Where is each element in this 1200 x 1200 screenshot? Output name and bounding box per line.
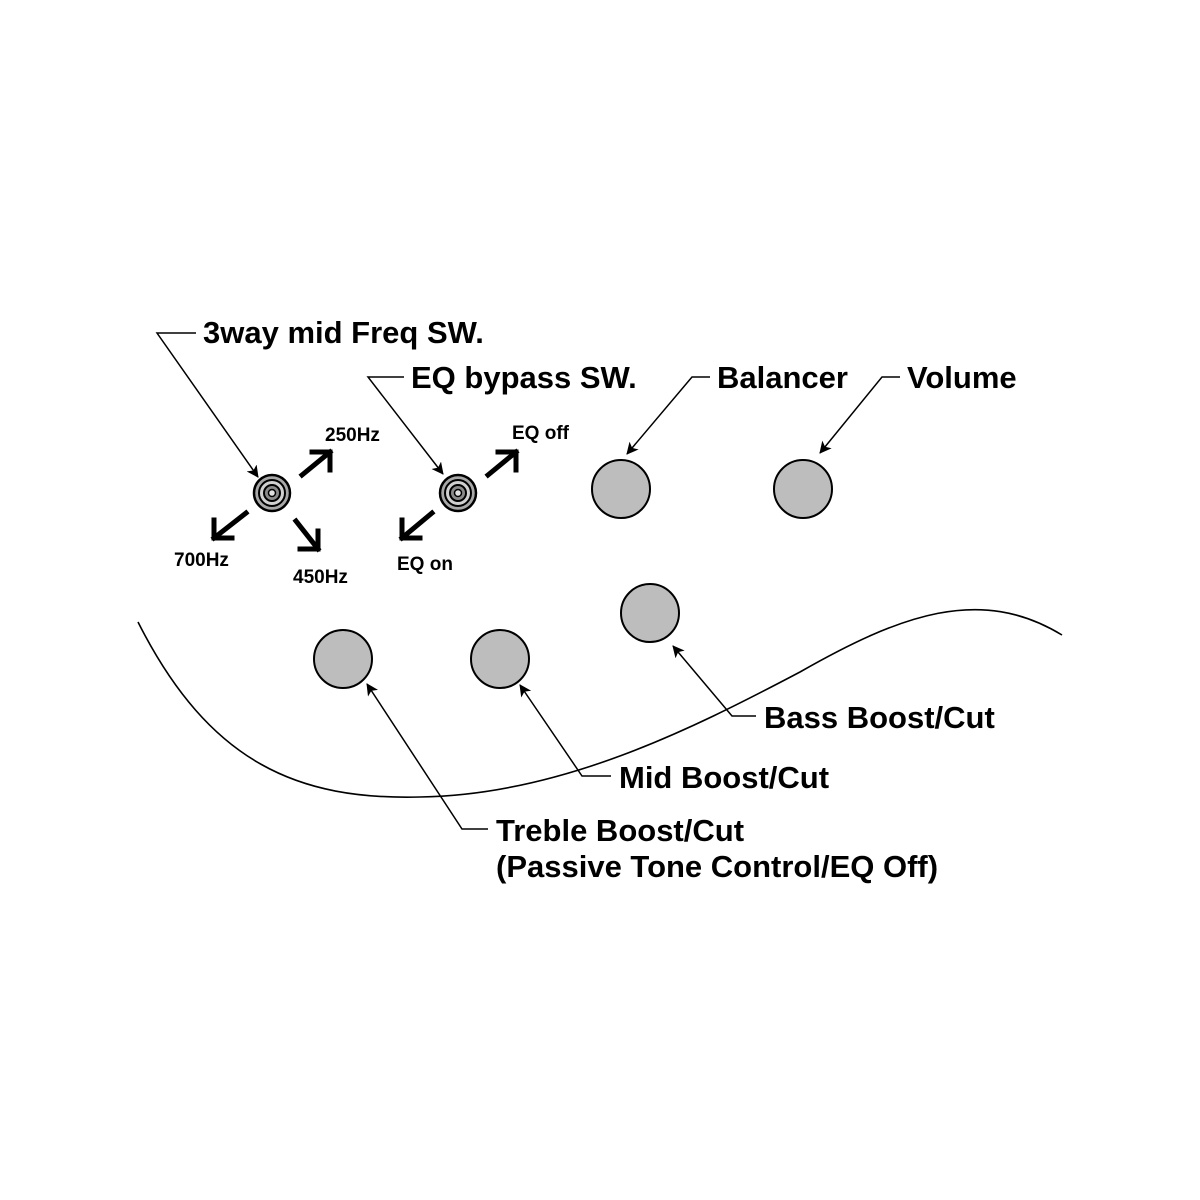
mid-freq-700hz-label: 700Hz	[174, 550, 229, 571]
body-edge-curve	[137, 608, 1063, 798]
mid-label: Mid Boost/Cut	[619, 760, 829, 795]
arrow-down-left-eq-on	[398, 509, 436, 542]
eq-bypass-switch[interactable]	[438, 473, 478, 513]
volume-label: Volume	[907, 360, 1017, 395]
arrow-down-right-450hz	[292, 517, 322, 553]
balancer-label: Balancer	[717, 360, 848, 395]
volume-knob[interactable]	[773, 459, 833, 519]
mid-freq-switch-label: 3way mid Freq SW.	[203, 315, 484, 350]
bass-leader	[672, 645, 756, 717]
eq-bypass-switch-label: EQ bypass SW.	[411, 360, 637, 395]
bass-label: Bass Boost/Cut	[764, 700, 995, 735]
mid-freq-250hz-label: 250Hz	[325, 425, 380, 446]
treble-knob[interactable]	[313, 629, 373, 689]
treble-sub-label: (Passive Tone Control/EQ Off)	[496, 849, 938, 884]
treble-label: Treble Boost/Cut	[496, 813, 744, 848]
mid-freq-leader	[155, 332, 259, 478]
mid-knob[interactable]	[470, 629, 530, 689]
arrow-down-left-700hz	[210, 509, 250, 542]
eq-bypass-leader	[366, 376, 444, 475]
mid-freq-switch[interactable]	[252, 473, 292, 513]
bass-knob[interactable]	[620, 583, 680, 643]
volume-leader	[819, 376, 900, 454]
eq-on-label: EQ on	[397, 554, 453, 575]
eq-off-label: EQ off	[512, 423, 570, 444]
balancer-leader	[626, 376, 710, 455]
arrow-up-right-250hz	[298, 448, 334, 479]
mid-freq-450hz-label: 450Hz	[293, 567, 348, 588]
treble-leader	[366, 683, 488, 830]
mid-leader	[519, 684, 611, 777]
arrow-up-right-eq-off	[484, 448, 520, 479]
balancer-knob[interactable]	[591, 459, 651, 519]
